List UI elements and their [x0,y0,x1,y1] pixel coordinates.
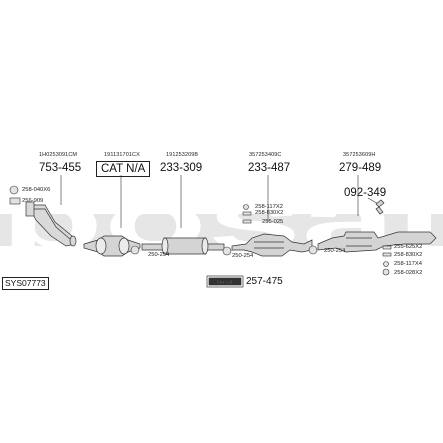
callout-clamp-2[interactable]: 250-254 [232,253,254,259]
oem-number-2: 191131701CX [104,152,140,158]
callout-rear-ring[interactable]: 258-117X4 [394,261,422,267]
part-middle-pipe[interactable]: 233-309 [160,162,203,174]
system-code: SYS07773 [2,277,49,290]
kit-logo-text: bosal [217,280,233,286]
callout-front-gasket[interactable]: 258-040X6 [22,187,51,193]
oem-number-5: 357253609H [343,152,376,158]
part-front-pipe[interactable]: 753-455 [39,162,82,174]
system-code-label: SYS07773 [5,278,46,288]
catalyst-label: CAT N/A [101,163,146,175]
callout-rear-gasket[interactable]: 258-028X2 [394,270,423,276]
rear-silencer-drawing [317,231,437,253]
oem-number-1: 1H0253091CM [39,152,78,158]
oem-number-3: 191253209B [166,152,199,158]
callout-rear-bolt[interactable]: 258-830X2 [394,252,423,258]
part-center-silencer[interactable]: 233-487 [248,162,291,174]
callout-clamp-3[interactable]: 250-254 [324,248,346,254]
oem-number-4: 357253409C [249,152,282,158]
front-pipe-drawing [25,201,77,247]
callout-center-clamp[interactable]: 255-025 [262,219,284,225]
part-rear-silencer[interactable]: 279-489 [339,162,382,174]
callout-clamp-1[interactable]: 250-254 [148,252,170,258]
tail-pipe-drawing [375,199,385,215]
part-mounting-kit[interactable]: 257-475 [246,276,283,287]
part-catalyst[interactable]: CAT N/A [96,161,151,177]
callout-center-bolt[interactable]: 258-830X2 [255,210,284,216]
callout-center-ring[interactable]: 258-117X2 [255,204,283,210]
part-tail-pipe[interactable]: 092-349 [344,187,387,199]
callout-front-bolt[interactable]: 256-909 [22,198,44,204]
clamps-drawing [9,185,392,276]
callout-rear-clamp[interactable]: 255-625X2 [394,244,423,250]
catalyst-drawing [83,235,141,257]
mounting-kit-drawing: bosal [206,275,244,288]
